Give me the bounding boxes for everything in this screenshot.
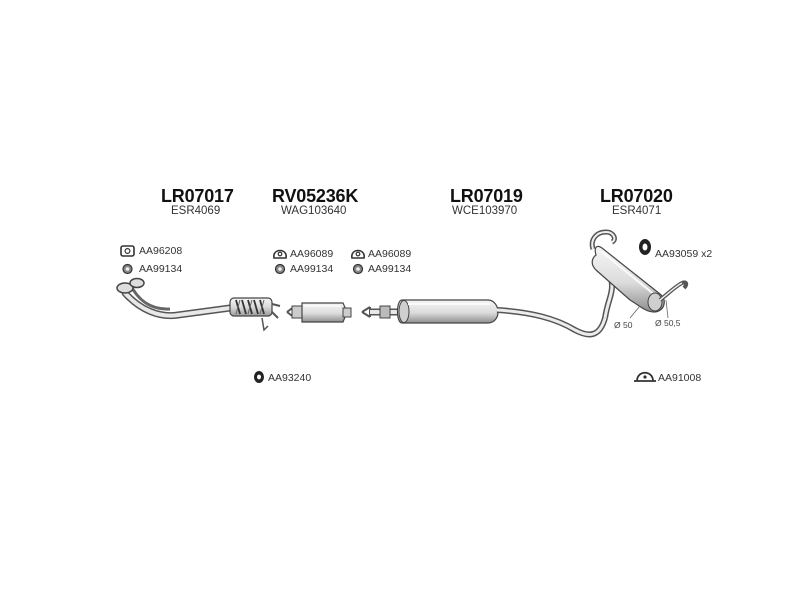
- gasket-icon: [120, 245, 135, 257]
- oem-code-front-pipe: ESR4069: [171, 205, 221, 217]
- fitting-label: AA96208: [139, 245, 183, 257]
- fitting-label: AA96089: [290, 248, 334, 260]
- part-code-front-pipe: LR07017: [161, 186, 234, 206]
- clamp-icon: [634, 371, 656, 382]
- part-code-centre-silencer: LR07019: [450, 186, 523, 206]
- nut-icon: [274, 263, 286, 275]
- front-pipe: [116, 277, 281, 332]
- gasket-icon: [351, 249, 365, 259]
- rear-silencer: [589, 229, 689, 319]
- oem-code-catalyst: WAG103640: [281, 205, 347, 217]
- oem-code-rear-silencer: ESR4071: [612, 205, 662, 217]
- oem-code-centre-silencer: WCE103970: [452, 205, 518, 217]
- gasket-icon: [273, 249, 287, 259]
- fitting-label: AA93059 x2: [655, 248, 713, 260]
- fitting-label: AA93240: [268, 372, 312, 384]
- diameter-label: Ø 50: [614, 320, 633, 330]
- rubber-mount-icon: [254, 371, 264, 383]
- nut-icon: [352, 263, 364, 275]
- diameter-label: Ø 50,5: [655, 318, 681, 328]
- fitting-label: AA91008: [658, 372, 702, 384]
- fitting-label: AA96089: [368, 248, 412, 260]
- catalytic-converter: [286, 302, 352, 323]
- rubber-ring-icon: [639, 239, 651, 255]
- part-code-rear-silencer: LR07020: [600, 186, 673, 206]
- fitting-label: AA99134: [139, 263, 183, 275]
- centre-silencer: [361, 299, 608, 338]
- part-code-catalyst: RV05236K: [272, 186, 359, 206]
- nut-icon: [122, 263, 133, 275]
- fitting-quantity: x2: [701, 248, 713, 260]
- fitting-label: AA99134: [368, 263, 412, 275]
- fitting-label: AA99134: [290, 263, 334, 275]
